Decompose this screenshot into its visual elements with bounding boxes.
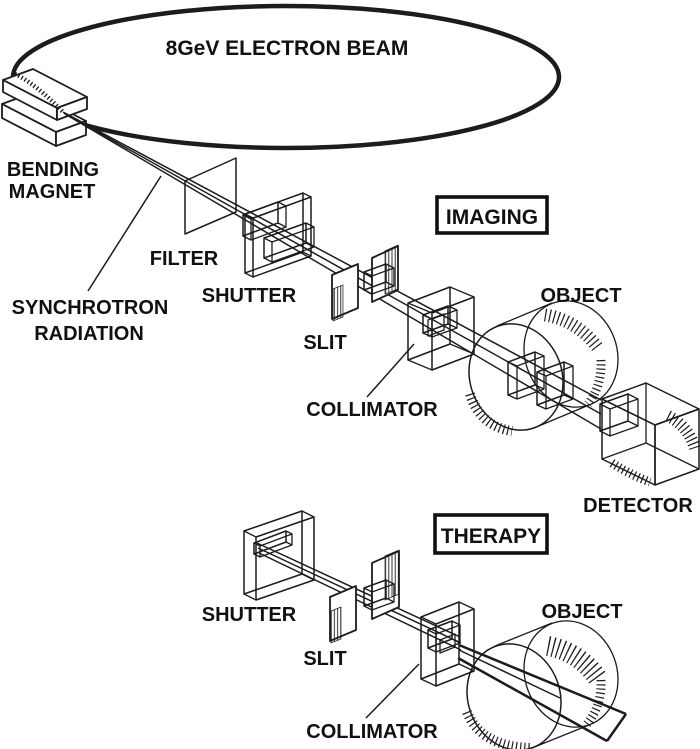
therapy-collimator-leader [365, 663, 420, 719]
electron-path-hatch [14, 71, 65, 114]
synchrotron-fan [62, 111, 602, 430]
imaging-slit [331, 244, 399, 322]
synchrotron-label-1: SYNCHROTRON [12, 297, 169, 319]
therapy-mode-box: THERAPY [433, 513, 549, 555]
therapy-collimator-label: COLLIMATOR [306, 721, 438, 743]
imaging-collimator [407, 286, 475, 371]
imaging-mode-box: IMAGING [435, 195, 549, 235]
bending-magnet-label-2: MAGNET [9, 181, 96, 203]
bending-magnet [1, 68, 88, 147]
storage-ring [10, 3, 562, 151]
detector-label: DETECTOR [583, 495, 693, 517]
therapy-mode-label: THERAPY [441, 525, 541, 548]
therapy-shutter [243, 510, 315, 601]
filter-plane [184, 157, 237, 235]
imaging-object-label: OBJECT [540, 285, 621, 307]
synchrotron-leader [87, 175, 162, 292]
therapy-fan-sheet [457, 643, 628, 743]
therapy-beam-ribbon [256, 542, 462, 651]
therapy-slit [329, 549, 400, 644]
synchrotron-label-2: RADIATION [34, 323, 144, 345]
imaging-shutter-label: SHUTTER [202, 285, 297, 307]
leader-lines [87, 175, 420, 719]
therapy-object [462, 620, 619, 749]
detector-cube [599, 382, 700, 487]
imaging-collimator-leader [366, 343, 415, 398]
labels: 8GeV ELECTRON BEAM BENDING MAGNET SYNCHR… [7, 37, 693, 743]
therapy-object-label: OBJECT [541, 601, 622, 623]
therapy-shutter-label: SHUTTER [202, 604, 297, 626]
imaging-slit-label: SLIT [303, 332, 346, 354]
therapy-slit-label: SLIT [303, 648, 346, 670]
bending-magnet-label-1: BENDING [7, 159, 99, 181]
imaging-collimator-label: COLLIMATOR [306, 399, 438, 421]
imaging-mode-label: IMAGING [446, 206, 538, 229]
imaging-object [465, 300, 619, 436]
ring-label: 8GeV ELECTRON BEAM [166, 37, 409, 60]
filter-label: FILTER [150, 248, 219, 270]
imaging-shutter-blades [242, 201, 315, 263]
